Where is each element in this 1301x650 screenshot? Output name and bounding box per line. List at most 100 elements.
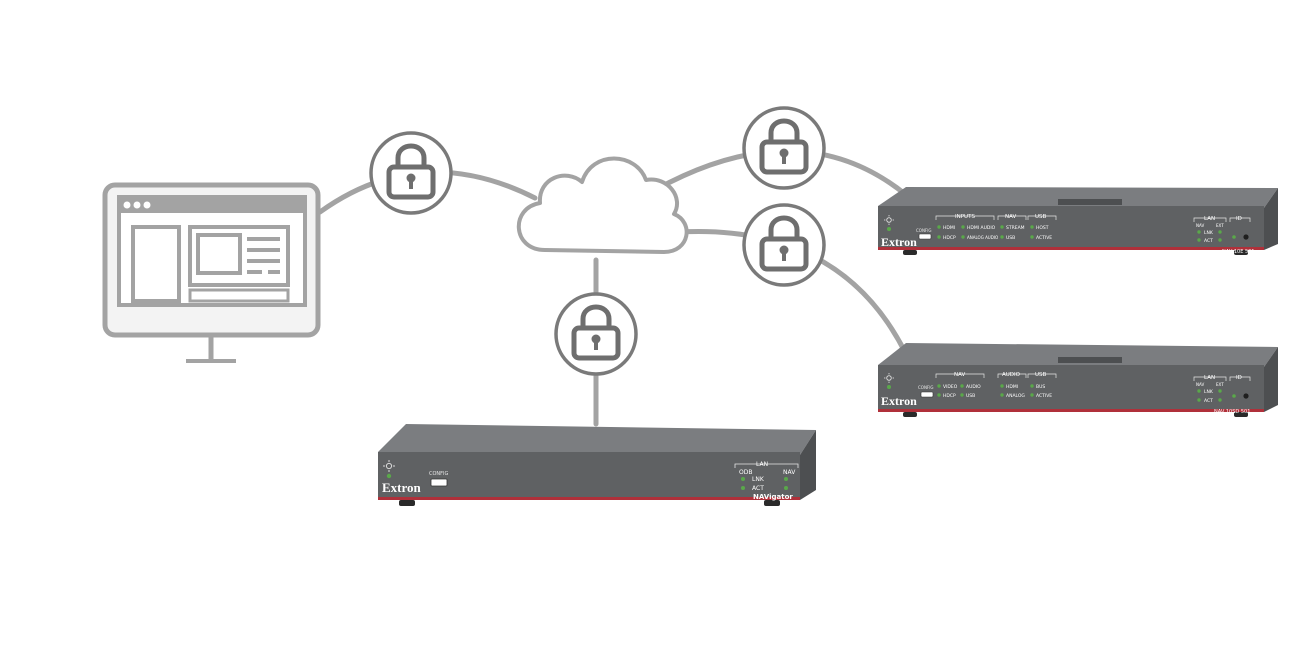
led xyxy=(1218,230,1222,234)
led xyxy=(960,384,964,388)
led-label: HDMI xyxy=(943,225,955,231)
config-port-label: CONFIG xyxy=(429,471,449,477)
config-port xyxy=(430,478,448,487)
led xyxy=(937,384,941,388)
led xyxy=(937,393,941,397)
lan-col-ext: EXT xyxy=(1216,223,1224,228)
led xyxy=(1218,238,1222,242)
led-label: AUDIO xyxy=(966,384,981,390)
led xyxy=(1197,238,1201,242)
config-port xyxy=(918,233,932,240)
padlock-icon xyxy=(742,203,826,287)
led-label: USB xyxy=(1006,235,1015,241)
brand-logo: Extron xyxy=(382,480,422,495)
led xyxy=(741,477,745,481)
led xyxy=(1000,235,1004,239)
led xyxy=(1030,384,1034,388)
decoder-device: Extron CONFIG NAV VIDEO HDCP AUDIO USB A… xyxy=(878,343,1278,417)
group-header-usb: USB xyxy=(1035,372,1047,378)
lan-row-act: ACT xyxy=(1204,238,1213,244)
led-label: VIDEO xyxy=(943,384,958,390)
id-header: ID xyxy=(1236,216,1242,222)
led xyxy=(1197,389,1201,393)
model-label: NAV 10E 501 xyxy=(1222,249,1255,255)
led xyxy=(741,486,745,490)
vent-grille xyxy=(1058,357,1122,363)
led xyxy=(1030,225,1034,229)
led xyxy=(1030,393,1034,397)
led-label: HDMI xyxy=(1006,384,1018,390)
led xyxy=(784,486,788,490)
cloud-icon xyxy=(516,156,689,254)
led-label: USB xyxy=(966,393,975,399)
led xyxy=(1232,235,1236,239)
lan-row-lnk: LNK xyxy=(1204,389,1214,395)
led xyxy=(1000,225,1004,229)
lan-col-nav: NAV xyxy=(1196,382,1204,387)
padlock-icon xyxy=(369,131,453,215)
navigator-device: Extron CONFIG LAN ODB NAV LNK ACT NAViga… xyxy=(378,424,816,506)
sun-icon xyxy=(383,460,395,472)
led xyxy=(1000,393,1004,397)
lan-header: LAN xyxy=(1204,375,1215,381)
led xyxy=(961,225,965,229)
led-label: BUS xyxy=(1036,384,1045,390)
sun-icon xyxy=(884,373,894,383)
power-led xyxy=(386,473,392,479)
led xyxy=(961,235,965,239)
lan-row-lnk: LNK xyxy=(752,476,765,483)
led xyxy=(1218,389,1222,393)
id-header: ID xyxy=(1236,375,1242,381)
led xyxy=(937,235,941,239)
led-label: ACTIVE xyxy=(1036,235,1052,241)
led xyxy=(1197,398,1201,402)
brand-logo: Extron xyxy=(881,394,917,408)
led-label: HDCP xyxy=(943,393,956,399)
led xyxy=(960,393,964,397)
group-header-inputs: INPUTS xyxy=(955,214,975,220)
group-header-audio: AUDIO xyxy=(1002,372,1021,378)
group-header-nav: NAV xyxy=(954,372,966,378)
brand-logo: Extron xyxy=(881,235,917,249)
lan-header: LAN xyxy=(1204,216,1215,222)
power-led xyxy=(887,385,891,389)
lan-header: LAN xyxy=(756,461,768,468)
led-label: STREAM xyxy=(1006,225,1025,231)
config-port xyxy=(920,391,934,398)
led-label: HDMI AUDIO xyxy=(967,225,996,231)
padlock-icon xyxy=(554,292,638,376)
computer-monitor-icon xyxy=(102,182,321,363)
led xyxy=(1197,230,1201,234)
power-led xyxy=(887,227,891,231)
sun-icon xyxy=(884,215,894,225)
led xyxy=(1232,394,1236,398)
config-port-label: CONFIG xyxy=(918,385,934,390)
padlock-icon xyxy=(742,106,826,190)
id-button xyxy=(1243,234,1249,240)
led xyxy=(937,225,941,229)
model-label: NAVigator xyxy=(753,493,793,501)
id-button xyxy=(1243,393,1249,399)
config-port-label: CONFIG xyxy=(916,228,932,233)
group-header-nav: NAV xyxy=(1005,214,1017,220)
led xyxy=(1000,384,1004,388)
lan-row-lnk: LNK xyxy=(1204,230,1214,236)
led xyxy=(1218,398,1222,402)
lan-col-nav: NAV xyxy=(1196,223,1204,228)
lan-col-ext: EXT xyxy=(1216,382,1224,387)
encoder-device: Extron CONFIG INPUTS HDMI HDCP HDMI AUDI… xyxy=(878,187,1278,255)
lan-col-nav: NAV xyxy=(783,469,796,476)
led-label: ANALOG AUDIO xyxy=(967,235,998,240)
lan-row-act: ACT xyxy=(1204,398,1213,404)
led xyxy=(1030,235,1034,239)
led xyxy=(784,477,788,481)
lan-row-act: ACT xyxy=(752,485,764,492)
model-label: NAV 10SD 501 xyxy=(1214,409,1250,415)
led-label: HDCP xyxy=(943,235,956,241)
led-label: ANALOG xyxy=(1006,393,1025,399)
group-header-usb: USB xyxy=(1035,214,1047,220)
led-label: ACTIVE xyxy=(1036,393,1052,399)
lan-col-odb: ODB xyxy=(739,469,752,476)
vent-grille xyxy=(1058,199,1122,205)
